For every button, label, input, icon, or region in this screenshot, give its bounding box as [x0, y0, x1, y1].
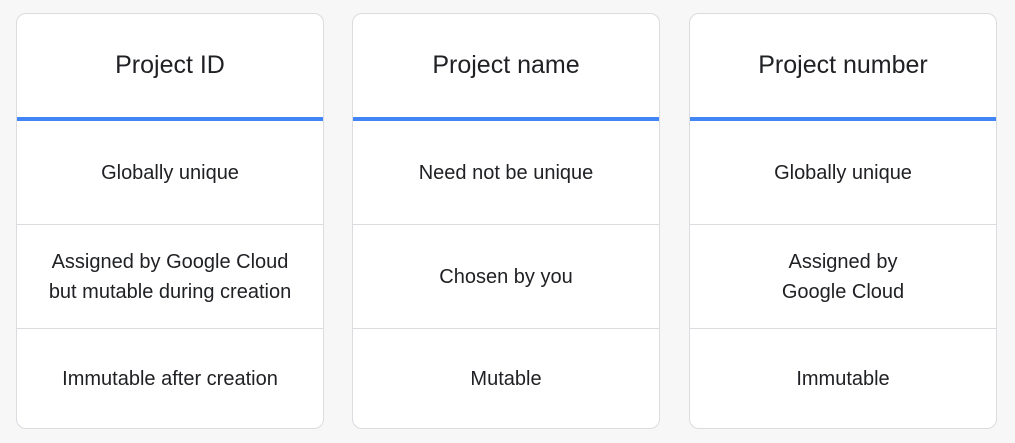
project-id-uniqueness-text: Globally unique — [101, 161, 239, 184]
project-name-assignment-text: Chosen by you — [439, 265, 573, 288]
project-name-header: Project name — [353, 14, 659, 121]
project-id-mutability-text: Immutable after creation — [62, 368, 278, 390]
project-number-header: Project number — [690, 14, 996, 121]
project-name-card: Project name Need not be unique Chosen b… — [352, 13, 660, 429]
project-name-uniqueness-text: Need not be unique — [418, 161, 594, 184]
project-id-assignment-text: Assigned by Google Cloud but mutable dur… — [48, 250, 292, 303]
project-name-mutability-text: Mutable — [470, 368, 542, 390]
project-id-header: Project ID — [17, 14, 323, 121]
project-id-assignment-cell: Assigned by Google Cloud but mutable dur… — [17, 225, 323, 329]
project-id-uniqueness-cell: Globally unique — [17, 121, 323, 225]
project-number-assignment-text: Assigned by Google Cloud — [781, 250, 905, 303]
project-name-assignment-cell: Chosen by you — [353, 225, 659, 329]
project-id-card: Project ID Globally unique Assigned by G… — [16, 13, 324, 429]
project-name-uniqueness-cell: Need not be unique — [353, 121, 659, 225]
project-name-mutability-cell: Mutable — [353, 329, 659, 428]
project-number-uniqueness-text: Globally unique — [774, 161, 912, 184]
project-number-card: Project number Globally unique Assigned … — [689, 13, 997, 429]
project-number-mutability-text: Immutable — [796, 368, 890, 390]
project-number-uniqueness-cell: Globally unique — [690, 121, 996, 225]
project-number-assignment-cell: Assigned by Google Cloud — [690, 225, 996, 329]
project-id-mutability-cell: Immutable after creation — [17, 329, 323, 428]
project-number-mutability-cell: Immutable — [690, 329, 996, 428]
